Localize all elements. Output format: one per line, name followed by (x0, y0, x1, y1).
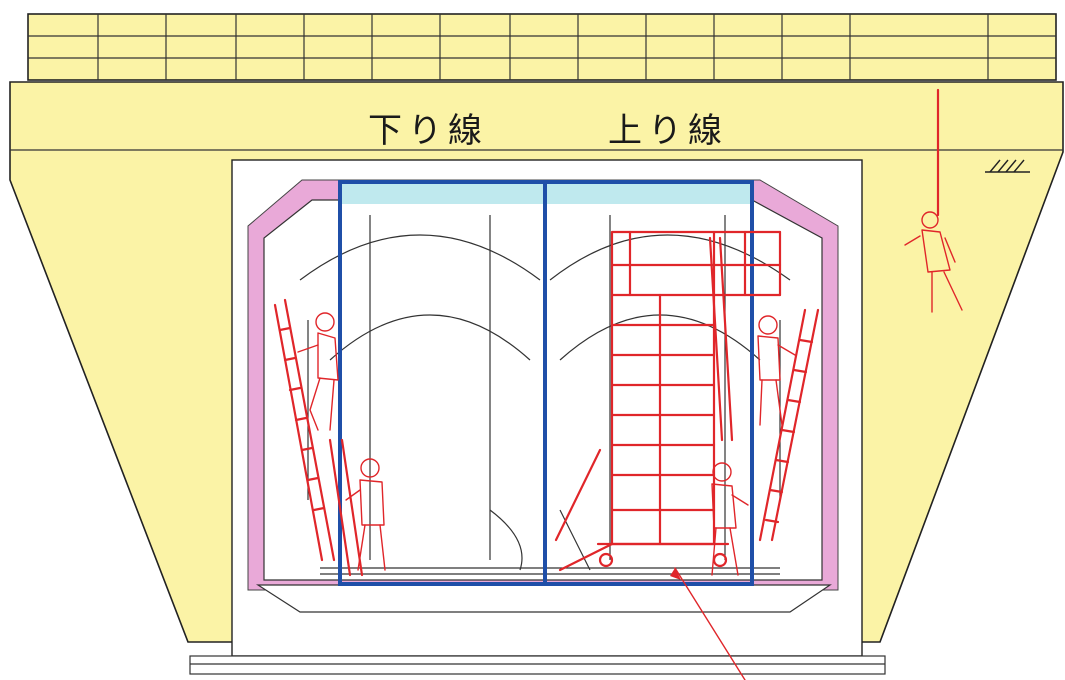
survey-frame-up (543, 180, 754, 586)
ground-mark (985, 159, 1030, 173)
worker-right-lower (711, 462, 749, 576)
ladder-left-lower (328, 438, 364, 577)
ladder-left-upper (273, 298, 336, 562)
worker-right-upper (757, 315, 796, 426)
label-down-line: 下り線 (368, 111, 488, 151)
top-slab (27, 13, 1057, 81)
leader-line (674, 567, 746, 680)
worker-left-upper (297, 312, 339, 431)
scaffold-tower (554, 230, 782, 572)
rope-worker-figure (904, 211, 963, 313)
tunnel-arches (299, 215, 791, 575)
label-up-line: 上り線 (608, 111, 728, 151)
